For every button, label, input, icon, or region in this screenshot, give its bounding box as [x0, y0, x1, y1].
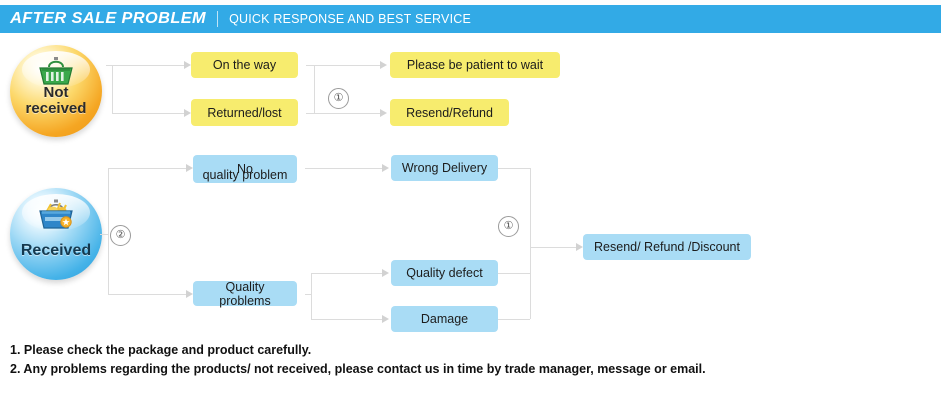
- node-damage[interactable]: Damage: [391, 306, 498, 332]
- header-subtitle: QUICK RESPONSE AND BEST SERVICE: [229, 12, 472, 26]
- shopping-basket-icon: [39, 57, 73, 85]
- arrowhead-to-returned-lost: [184, 109, 191, 117]
- connector-to-returned-lost: [112, 113, 184, 114]
- status-badge-received-label: Received: [20, 241, 92, 280]
- node-resend-refund[interactable]: Resend/Refund: [390, 99, 509, 126]
- page-title: AFTER SALE PROBLEM: [10, 10, 207, 27]
- node-no-quality-problem-line2: quality problem: [202, 168, 288, 182]
- connector-stub-returned-lost: [306, 113, 314, 114]
- connector-to-damage: [311, 319, 382, 320]
- status-badge-not-received: Not received: [10, 45, 102, 137]
- connector-to-on-the-way: [112, 65, 184, 66]
- node-please-be-patient-to-wait[interactable]: Please be patient to wait: [390, 52, 560, 78]
- connector-stub-not-received: [106, 65, 112, 66]
- connector-to-quality-defect: [311, 273, 382, 274]
- footer-note-2: 2. Any problems regarding the products/ …: [10, 361, 706, 376]
- arrowhead-to-on-the-way: [184, 61, 191, 69]
- connector-to-quality-problems: [108, 294, 186, 295]
- connector-to-outcome: [530, 247, 576, 248]
- collector-spine: [530, 168, 531, 319]
- connector-to-resend-refund: [314, 113, 380, 114]
- collector-stub-damage: [498, 319, 530, 320]
- full-shopping-basket-icon: [39, 199, 73, 229]
- connector-spine-received: [108, 168, 109, 294]
- status-badge-not-received-label: Not received: [26, 85, 87, 137]
- connector-to-please-wait: [314, 65, 380, 66]
- badge-label-line2: received: [25, 99, 87, 117]
- collector-stub-quality-defect: [498, 273, 530, 274]
- node-on-the-way[interactable]: On the way: [191, 52, 298, 78]
- node-no-quality-problem[interactable]: No: [193, 155, 297, 183]
- connector-stub-received: [100, 234, 108, 235]
- connector-to-wrong-delivery: [305, 168, 382, 169]
- connector-spine-not-received-outcomes: [314, 65, 315, 113]
- header-divider: [217, 11, 219, 27]
- badge-label-line1: Not: [43, 84, 69, 102]
- connector-stub-on-the-way: [306, 65, 314, 66]
- node-wrong-delivery[interactable]: Wrong Delivery: [391, 155, 498, 181]
- node-quality-problems[interactable]: Quality problems: [193, 280, 297, 308]
- footer-note-1: 1. Please check the package and product …: [10, 343, 312, 357]
- node-resend-refund-discount[interactable]: Resend/ Refund /Discount: [583, 234, 751, 260]
- status-badge-received: Received: [10, 188, 102, 280]
- arrowhead-to-no-quality-problem: [186, 164, 193, 172]
- footer-notes: 1. Please check the package and product …: [10, 341, 910, 378]
- arrowhead-to-please-wait: [380, 61, 387, 69]
- arrowhead-to-wrong-delivery: [382, 164, 389, 172]
- arrowhead-to-outcome: [576, 243, 583, 251]
- step-marker-1-bottom: ①: [498, 216, 519, 237]
- node-quality-defect[interactable]: Quality defect: [391, 260, 498, 286]
- step-marker-1-top: ①: [328, 88, 349, 109]
- connector-spine-not-received: [112, 65, 113, 113]
- arrowhead-to-quality-defect: [382, 269, 389, 277]
- arrowhead-to-damage: [382, 315, 389, 323]
- badge-label-line1: Received: [20, 241, 92, 259]
- node-label-line1: No: [237, 162, 253, 176]
- connector-stub-quality-problems: [305, 294, 311, 295]
- arrowhead-to-resend-refund: [380, 109, 387, 117]
- node-returned-lost[interactable]: Returned/lost: [191, 99, 298, 126]
- header-banner: AFTER SALE PROBLEM QUICK RESPONSE AND BE…: [0, 5, 941, 33]
- connector-to-no-quality-problem: [108, 168, 186, 169]
- step-marker-2: ②: [110, 225, 131, 246]
- arrowhead-to-quality-problems: [186, 290, 193, 298]
- collector-stub-wrong-delivery: [498, 168, 530, 169]
- connector-spine-quality-problems: [311, 273, 312, 319]
